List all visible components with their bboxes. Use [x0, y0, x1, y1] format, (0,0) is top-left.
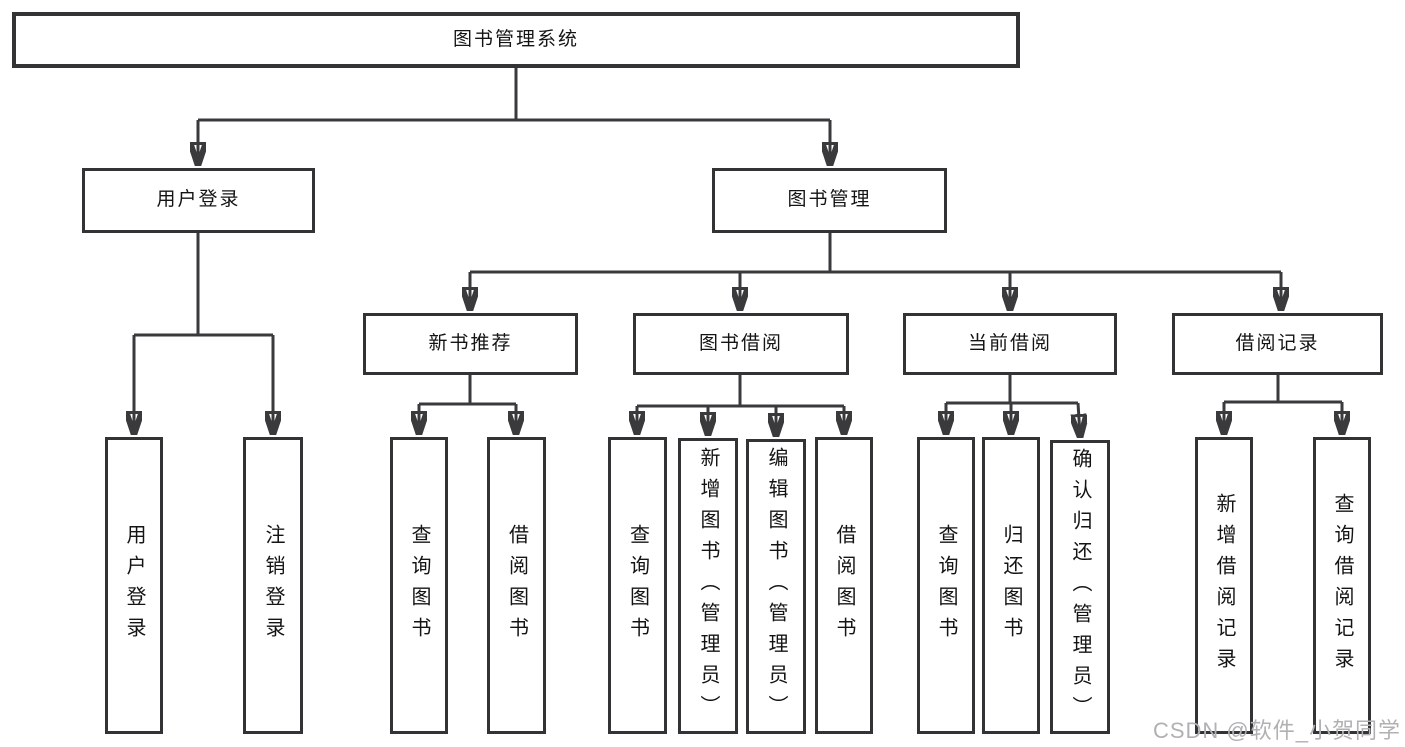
node-leaf-query-books-1: 查询图书 [390, 437, 448, 734]
node-leaf-query-borrow-record: 查询借阅记录 [1313, 437, 1371, 734]
node-user-login: 用户登录 [82, 168, 315, 233]
node-leaf-add-borrow-record: 新增借阅记录 [1195, 437, 1253, 734]
connector-borrow-records-branch [1224, 375, 1342, 432]
node-leaf-query-books-2: 查询图书 [608, 437, 667, 734]
node-leaf-logout: 注销登录 [243, 437, 303, 734]
node-leaf-user-login: 用户登录 [105, 437, 163, 734]
node-leaf-borrow-books-2: 借阅图书 [815, 437, 873, 734]
node-leaf-borrow-books-1: 借阅图书 [487, 437, 546, 734]
node-new-book-recommend: 新书推荐 [363, 313, 578, 375]
connector-book-mgmt-branch [470, 233, 1281, 308]
node-leaf-confirm-return-admin: 确认归还（管理员） [1050, 440, 1110, 734]
node-current-borrow: 当前借阅 [903, 313, 1117, 375]
connector-user-login-branch [134, 233, 273, 432]
node-leaf-edit-books-admin: 编辑图书（管理员） [746, 439, 806, 734]
node-borrow-records: 借阅记录 [1172, 313, 1383, 375]
node-leaf-return-books: 归还图书 [982, 437, 1040, 734]
node-leaf-query-books-3: 查询图书 [917, 437, 975, 734]
node-leaf-add-books-admin: 新增图书（管理员） [678, 438, 738, 734]
node-book-management: 图书管理 [712, 168, 947, 233]
connector-book-borrow-branch [637, 375, 844, 434]
connector-current-borrow-branch [946, 375, 1080, 435]
node-book-borrow: 图书借阅 [633, 313, 849, 375]
connector-root-branch [198, 68, 830, 163]
connector-new-book-branch [419, 375, 516, 432]
csdn-watermark: CSDN @软件_小贺同学 [1152, 718, 1401, 743]
node-library-system: 图书管理系统 [12, 12, 1020, 68]
